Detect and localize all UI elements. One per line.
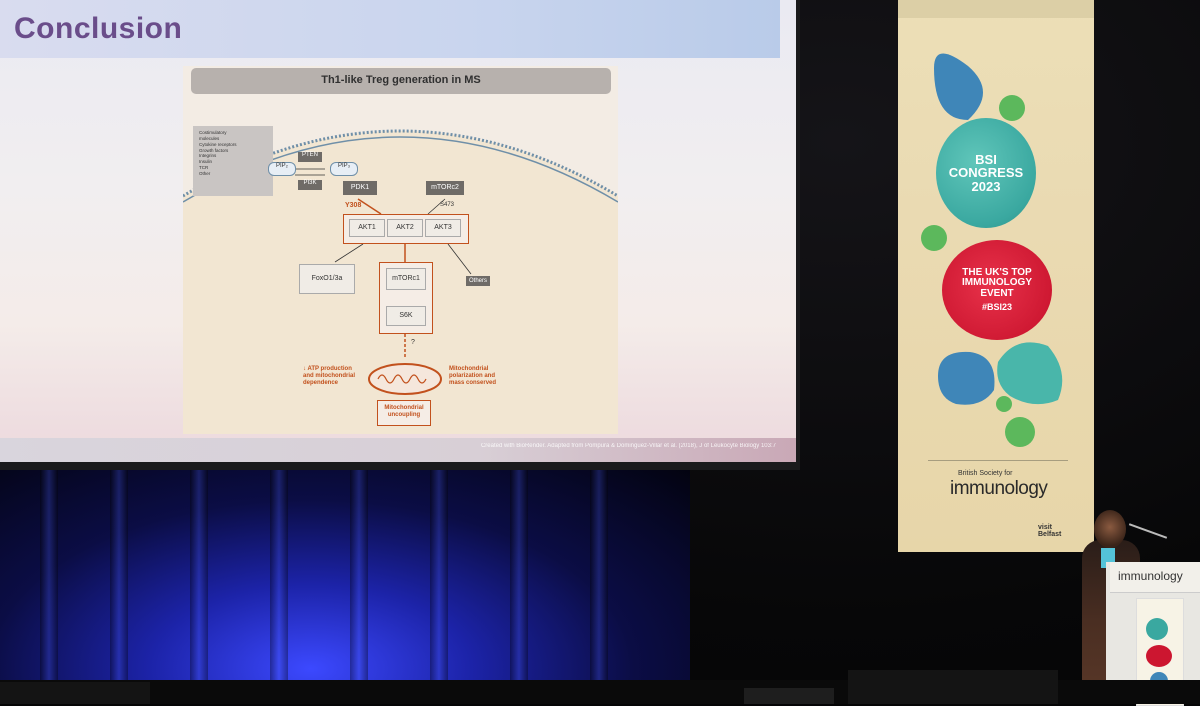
akt2-box: AKT2 [387, 219, 423, 237]
list-item: Growth factors [199, 147, 229, 153]
mito-note-line: Mitochondrial [449, 366, 489, 372]
atp-note: ↓ ATP production and mitochondrial depen… [303, 366, 355, 388]
list-item: Costimulatory [199, 130, 227, 135]
society-name-logo: immunology [950, 478, 1048, 499]
congress-banner: BSI CONGRESS 2023 THE UK'S TOP IMMUNOLOG… [898, 0, 1094, 552]
podium-logo-dot [1146, 618, 1168, 640]
bsi-congress-logo: BSI CONGRESS 2023 [936, 118, 1036, 228]
pip3-label: PIP₃ [330, 162, 358, 176]
pdk1-box: PDK1 [343, 181, 377, 195]
list-item: Cytokine receptors [199, 141, 237, 147]
curtain-fold [270, 470, 288, 704]
pathway-figure: Th1-like Treg generation in MS [183, 66, 618, 434]
others-box: Others [466, 276, 490, 286]
curtain-fold [430, 470, 448, 704]
mito-polarization-note: Mitochondrial polarization and mass cons… [449, 366, 496, 388]
list-item: Insulin [199, 159, 213, 165]
curtain-fold [110, 470, 128, 704]
partner-line: visit [1038, 524, 1053, 531]
partner-line: Belfast [1038, 531, 1062, 538]
uncoupling-line: uncoupling [387, 412, 421, 419]
stimuli-list: Costimulatory molecules Cytokine recepto… [193, 126, 273, 196]
projection-screen: Conclusion Th1-like Treg generation in M… [0, 0, 800, 470]
figure-title-bar: Th1-like Treg generation in MS [191, 68, 611, 94]
curtain-fold [190, 470, 208, 704]
list-item: TCR [199, 165, 209, 171]
list-item: Other [199, 170, 211, 176]
congress-line: BSI [975, 151, 997, 167]
banner-top-strip [898, 0, 1094, 18]
mito-note-line: polarization and [449, 373, 496, 380]
s473-label: S473 [440, 202, 455, 208]
partner-logo: visit Belfast [1038, 524, 1061, 538]
list-item: Integrins [199, 153, 217, 159]
podium-logo: immunology [1118, 569, 1183, 583]
event-badge: THE UK'S TOP IMMUNOLOGY EVENT #BSI23 [942, 240, 1052, 340]
s6k-box: S6K [386, 306, 426, 326]
figure-title: Th1-like Treg generation in MS [321, 74, 481, 86]
pten-box: PTEN [298, 152, 322, 162]
atp-note-line: dependence [303, 380, 339, 387]
congress-line: CONGRESS [948, 165, 1024, 181]
curtain-fold [40, 470, 58, 704]
atp-note-line: ↓ ATP production [303, 366, 352, 372]
podium-sign [1110, 562, 1200, 593]
list-item: molecules [199, 135, 220, 141]
question-mark: ? [411, 339, 415, 346]
congress-line: 2023 [971, 178, 1001, 194]
stage-curtain [0, 470, 690, 704]
foxo-box: FoxO1/3a [299, 264, 355, 294]
stage-monitor [744, 688, 834, 704]
podium-logo-dot [1146, 645, 1172, 667]
pi3k-box: PI3K [298, 180, 322, 190]
event-line: EVENT [980, 287, 1014, 299]
atp-note-line: and mitochondrial [303, 373, 356, 380]
curtain-fold [350, 470, 368, 704]
akt1-box: AKT1 [349, 219, 385, 237]
akt3-box: AKT3 [425, 219, 461, 237]
slide-citation: Created with BioRender. Adapted from Pom… [480, 443, 776, 449]
speaker-head [1094, 510, 1126, 548]
mtorc1-box: mTORc1 [386, 268, 426, 290]
slide-title: Conclusion [14, 12, 183, 45]
society-name-small: British Society for [958, 470, 1013, 477]
event-line: IMMUNOLOGY [962, 277, 1032, 289]
pip2-label: PIP₂ [268, 162, 296, 176]
curtain-fold [590, 470, 608, 704]
mtorc2-box: mTORc2 [426, 181, 464, 195]
banner-blobs [921, 53, 1068, 461]
curtain-fold [510, 470, 528, 704]
mito-note-line: mass conserved [449, 380, 497, 387]
uncoupling-box: Mitochondrial uncoupling [377, 400, 431, 426]
event-hashtag: #BSI23 [981, 302, 1013, 313]
y308-label: Y308 [345, 202, 362, 209]
stage-monitor [848, 670, 1058, 704]
presentation-slide: Conclusion Th1-like Treg generation in M… [0, 0, 796, 462]
slide-title-bar: Conclusion [0, 0, 780, 58]
uncoupling-line: Mitochondrial [384, 405, 424, 411]
stage-monitor [0, 682, 150, 704]
event-line: THE UK'S TOP [962, 266, 1032, 278]
slide-footer: Created with BioRender. Adapted from Pom… [0, 438, 796, 462]
cell-diagram: Costimulatory molecules Cytokine recepto… [183, 96, 618, 434]
